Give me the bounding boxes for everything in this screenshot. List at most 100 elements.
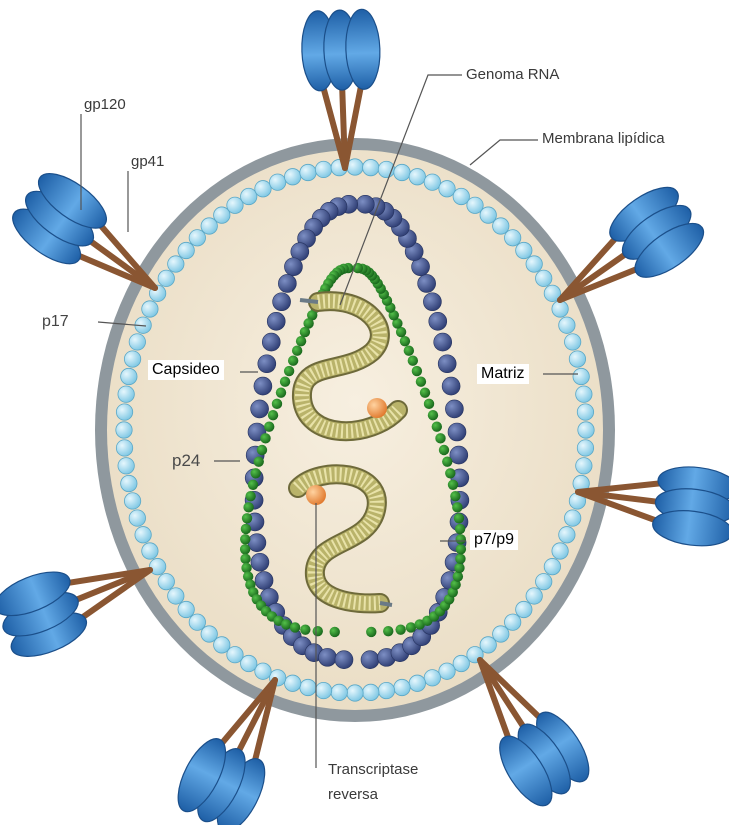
p7p9-label: p7/p9 bbox=[470, 530, 518, 550]
matrix-bead-icon bbox=[118, 458, 134, 474]
capsid-bead-icon bbox=[267, 312, 285, 330]
p7p9-bead-icon bbox=[254, 456, 264, 466]
matrix-bead-icon bbox=[564, 510, 580, 526]
matrix-bead-icon bbox=[424, 174, 440, 190]
capsid-bead-icon bbox=[258, 355, 276, 373]
matrix-bead-icon bbox=[158, 270, 174, 286]
p7p9-bead-icon bbox=[296, 336, 306, 346]
p7p9-bead-icon bbox=[420, 387, 430, 397]
p7p9-bead-icon bbox=[455, 524, 465, 534]
matrix-bead-icon bbox=[424, 670, 440, 686]
reverse-transcriptase-icon bbox=[306, 485, 326, 505]
matrix-bead-icon bbox=[124, 493, 140, 509]
matrix-bead-icon bbox=[544, 558, 560, 574]
p7p9-bead-icon bbox=[448, 480, 458, 490]
p7p9-bead-icon bbox=[276, 387, 286, 397]
p7p9-bead-icon bbox=[439, 445, 449, 455]
p7p9-bead-icon bbox=[408, 355, 418, 365]
p7p9-bead-icon bbox=[288, 355, 298, 365]
p7p9-bead-icon bbox=[424, 399, 434, 409]
capsid-bead-icon bbox=[361, 651, 379, 669]
p7p9-bead-icon bbox=[445, 468, 455, 478]
matrix-bead-icon bbox=[241, 188, 257, 204]
matrix-bead-icon bbox=[559, 317, 575, 333]
p7p9-bead-icon bbox=[450, 491, 460, 501]
matrix-bead-icon bbox=[576, 458, 592, 474]
matrix-bead-icon bbox=[124, 351, 140, 367]
p7p9-bead-icon bbox=[428, 410, 438, 420]
matrix-bead-icon bbox=[121, 475, 137, 491]
matrix-bead-icon bbox=[300, 164, 316, 180]
matrix-bead-icon bbox=[168, 256, 184, 272]
p7p9-bead-icon bbox=[416, 377, 426, 387]
matrix-bead-icon bbox=[573, 368, 589, 384]
matrix-bead-icon bbox=[526, 256, 542, 272]
matrix-bead-icon bbox=[552, 543, 568, 559]
matrix-bead-icon bbox=[201, 626, 217, 642]
p7p9-bead-icon bbox=[383, 626, 393, 636]
p7p9-bead-icon bbox=[260, 433, 270, 443]
p7p9-bead-icon bbox=[412, 366, 422, 376]
transcriptase-label-line2: reversa bbox=[328, 786, 378, 803]
p7p9-bead-icon bbox=[406, 622, 416, 632]
matrix-bead-icon bbox=[577, 404, 593, 420]
rna-end-icon bbox=[300, 300, 318, 302]
p7p9-bead-icon bbox=[284, 366, 294, 376]
transcriptase-label-line1: Transcriptase bbox=[328, 761, 418, 778]
p7p9-bead-icon bbox=[330, 627, 340, 637]
matrix-bead-icon bbox=[363, 684, 379, 700]
p7p9-bead-icon bbox=[248, 480, 258, 490]
capsid-bead-icon bbox=[423, 293, 441, 311]
matrix-bead-icon bbox=[189, 230, 205, 246]
capsid-bead-icon bbox=[318, 648, 336, 666]
p7p9-bead-icon bbox=[257, 445, 267, 455]
capsid-bead-icon bbox=[335, 651, 353, 669]
matrix-bead-icon bbox=[178, 242, 194, 258]
matrix-bead-icon bbox=[269, 174, 285, 190]
matrix-bead-icon bbox=[315, 161, 331, 177]
matrix-bead-icon bbox=[552, 301, 568, 317]
matrix-bead-icon bbox=[116, 440, 132, 456]
matrix-bead-icon bbox=[284, 169, 300, 185]
p7p9-bead-icon bbox=[243, 502, 253, 512]
p7p9-bead-icon bbox=[272, 399, 282, 409]
membrana-leader bbox=[470, 140, 538, 165]
matrix-bead-icon bbox=[363, 159, 379, 175]
matrix-bead-icon bbox=[504, 614, 520, 630]
p7p9-bead-icon bbox=[300, 327, 310, 337]
matrix-bead-icon bbox=[135, 527, 151, 543]
rna-end-icon bbox=[380, 603, 392, 605]
capsid-bead-icon bbox=[273, 293, 291, 311]
reverse-transcriptase-icon bbox=[367, 398, 387, 418]
p7p9-bead-icon bbox=[264, 422, 274, 432]
matrix-bead-icon bbox=[255, 663, 271, 679]
p7p9-bead-icon bbox=[242, 513, 252, 523]
matrix-bead-icon bbox=[116, 404, 132, 420]
matrix-bead-icon bbox=[300, 679, 316, 695]
matriz-label: Matriz bbox=[477, 364, 529, 384]
matrix-bead-icon bbox=[409, 169, 425, 185]
matrix-bead-icon bbox=[178, 601, 194, 617]
p7p9-bead-icon bbox=[290, 622, 300, 632]
capsid-bead-icon bbox=[448, 423, 466, 441]
genoma-rna-label: Genoma RNA bbox=[466, 66, 559, 83]
matrix-bead-icon bbox=[315, 682, 331, 698]
matrix-bead-icon bbox=[121, 368, 137, 384]
matrix-bead-icon bbox=[129, 334, 145, 350]
capsideo-label: Capsideo bbox=[148, 360, 224, 380]
capsid-bead-icon bbox=[254, 377, 272, 395]
p7p9-bead-icon bbox=[404, 346, 414, 356]
capsid-bead-icon bbox=[251, 400, 269, 418]
p7p9-bead-icon bbox=[455, 554, 465, 564]
p7p9-bead-icon bbox=[268, 410, 278, 420]
matrix-bead-icon bbox=[394, 679, 410, 695]
gp120-label: gp120 bbox=[84, 96, 126, 113]
capsid-bead-icon bbox=[442, 377, 460, 395]
matrix-bead-icon bbox=[578, 422, 594, 438]
capsid-bead-icon bbox=[429, 312, 447, 330]
matrix-bead-icon bbox=[142, 543, 158, 559]
p7p9-bead-icon bbox=[454, 513, 464, 523]
matrix-bead-icon bbox=[378, 682, 394, 698]
p7p9-bead-icon bbox=[452, 502, 462, 512]
